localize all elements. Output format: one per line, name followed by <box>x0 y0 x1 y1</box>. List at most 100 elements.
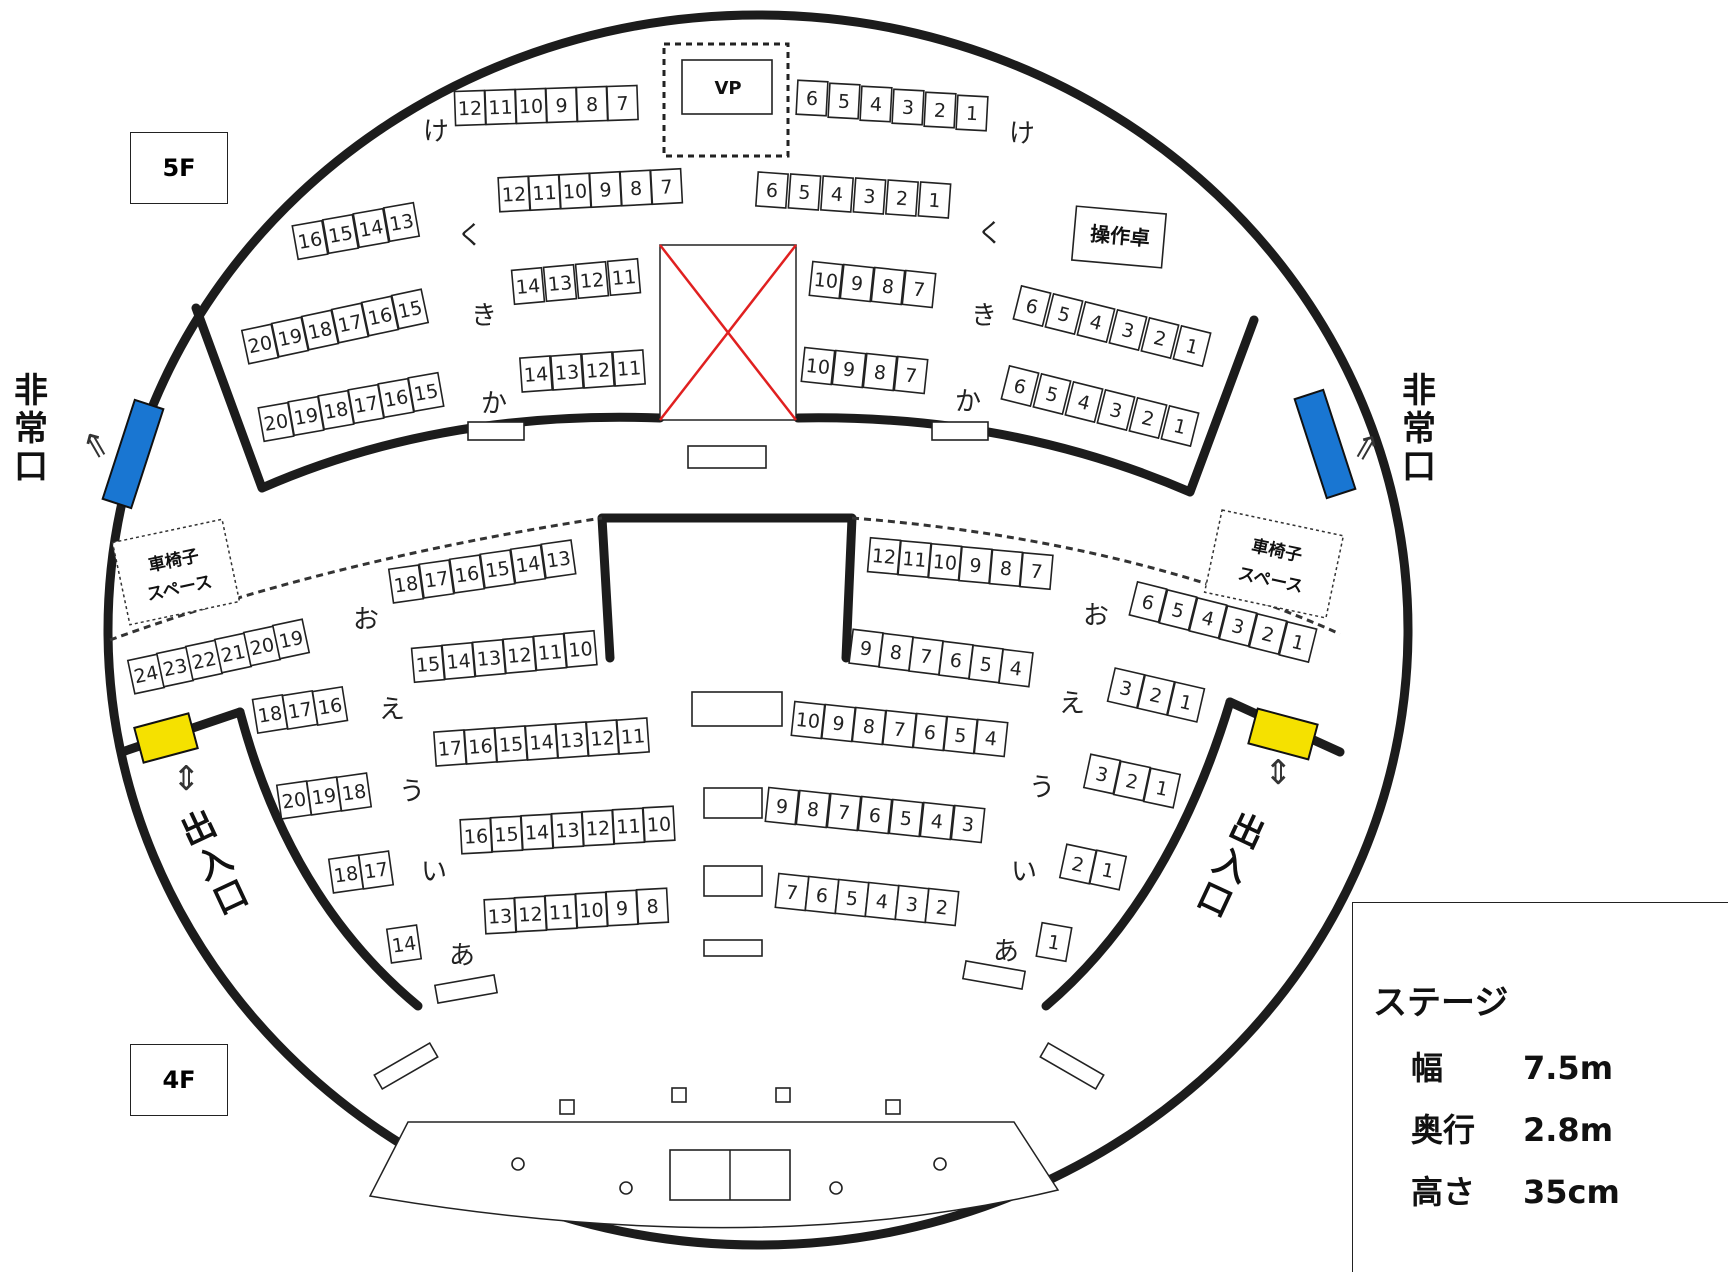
seat-ke-9[interactable]: 9 <box>545 86 578 124</box>
seat-a-6[interactable]: 6 <box>804 875 840 915</box>
seat-ki-16[interactable]: 16 <box>360 295 400 337</box>
seat-ki-5[interactable]: 5 <box>1044 292 1084 336</box>
seat-o-6[interactable]: 6 <box>1128 580 1168 624</box>
seat-ki-19[interactable]: 19 <box>270 316 310 358</box>
seat-ka-15[interactable]: 15 <box>407 371 445 413</box>
seat-ka-13[interactable]: 13 <box>549 353 585 391</box>
seat-ku-1[interactable]: 1 <box>917 181 952 219</box>
seat-o-13[interactable]: 13 <box>540 539 577 579</box>
seat-a-8[interactable]: 8 <box>635 887 670 925</box>
seat-ke-12[interactable]: 12 <box>453 89 487 127</box>
seat-o-14[interactable]: 14 <box>509 544 547 584</box>
seat-u-18[interactable]: 18 <box>335 772 373 812</box>
seat-o-24[interactable]: 24 <box>126 653 166 695</box>
seat-a-1[interactable]: 1 <box>1035 921 1073 963</box>
seat-i-13[interactable]: 13 <box>550 811 585 849</box>
seat-e-8[interactable]: 8 <box>878 632 914 672</box>
seat-ku-11[interactable]: 11 <box>527 173 562 212</box>
seat-u-4[interactable]: 4 <box>973 718 1009 758</box>
seat-ka-6[interactable]: 6 <box>1000 364 1040 408</box>
seat-e-11[interactable]: 11 <box>532 632 568 672</box>
seat-ki-1[interactable]: 1 <box>1172 324 1212 368</box>
seat-e-13[interactable]: 13 <box>471 638 507 678</box>
seat-i-7[interactable]: 7 <box>826 792 862 832</box>
seat-u-16[interactable]: 16 <box>463 727 498 765</box>
seat-o-5[interactable]: 5 <box>1158 588 1198 632</box>
seat-o-3[interactable]: 3 <box>1218 604 1258 648</box>
seat-ki-13[interactable]: 13 <box>542 263 578 303</box>
seat-e-17[interactable]: 17 <box>281 689 319 731</box>
seat-ka-18[interactable]: 18 <box>317 389 355 431</box>
seat-ku-2[interactable]: 2 <box>884 179 920 217</box>
seat-a-13[interactable]: 13 <box>483 897 517 935</box>
seat-ke-8[interactable]: 8 <box>575 85 609 123</box>
seat-u-10[interactable]: 10 <box>790 700 826 740</box>
seat-u-17[interactable]: 17 <box>432 729 468 767</box>
seat-o-18[interactable]: 18 <box>387 564 425 604</box>
seat-ki-6[interactable]: 6 <box>1012 284 1052 328</box>
seat-ka-14[interactable]: 14 <box>518 355 554 393</box>
seat-ka-20[interactable]: 20 <box>257 401 295 443</box>
seat-e-14[interactable]: 14 <box>441 641 476 681</box>
seat-ki-9[interactable]: 9 <box>839 263 875 303</box>
seat-u-19[interactable]: 19 <box>305 776 343 816</box>
seat-u-12[interactable]: 12 <box>585 719 620 757</box>
seat-i-10[interactable]: 10 <box>642 805 676 843</box>
seat-i-9[interactable]: 9 <box>764 786 800 826</box>
seat-a-4[interactable]: 4 <box>864 881 900 921</box>
seat-e-2[interactable]: 2 <box>1136 674 1176 716</box>
seat-ka-11[interactable]: 11 <box>611 349 647 387</box>
seat-ke-7[interactable]: 7 <box>606 84 639 122</box>
seat-ku-10[interactable]: 10 <box>558 172 592 210</box>
seat-i-2[interactable]: 2 <box>1058 843 1098 885</box>
seat-ka-2[interactable]: 2 <box>1128 396 1168 440</box>
seat-e-10[interactable]: 10 <box>563 629 598 669</box>
seat-ke-10[interactable]: 10 <box>514 87 548 125</box>
seat-ke-4[interactable]: 4 <box>859 85 893 123</box>
seat-ki-8[interactable]: 8 <box>870 266 906 306</box>
seat-ki-10[interactable]: 10 <box>808 260 844 300</box>
seat-o-21[interactable]: 21 <box>213 632 253 674</box>
seat-ke-2[interactable]: 2 <box>923 91 957 129</box>
seat-o-23[interactable]: 23 <box>155 646 195 688</box>
seat-o-10[interactable]: 10 <box>927 542 963 582</box>
seat-i-3[interactable]: 3 <box>950 804 986 844</box>
seat-ka-4[interactable]: 4 <box>1064 380 1104 424</box>
seat-ke-5[interactable]: 5 <box>827 82 861 120</box>
seat-o-9[interactable]: 9 <box>958 545 993 585</box>
seat-o-12[interactable]: 12 <box>866 536 902 576</box>
seat-i-14[interactable]: 14 <box>520 813 554 851</box>
seat-ki-20[interactable]: 20 <box>240 323 280 365</box>
seat-ka-10[interactable]: 10 <box>800 346 836 386</box>
seat-u-2[interactable]: 2 <box>1112 760 1152 802</box>
seat-ku-4[interactable]: 4 <box>819 175 855 213</box>
seat-o-8[interactable]: 8 <box>988 548 1024 588</box>
seat-o-22[interactable]: 22 <box>184 639 224 681</box>
seat-u-6[interactable]: 6 <box>912 712 948 752</box>
seat-ku-6[interactable]: 6 <box>754 171 790 209</box>
seat-e-4[interactable]: 4 <box>998 648 1034 688</box>
seat-ku-7[interactable]: 7 <box>649 167 684 206</box>
seat-ka-16[interactable]: 16 <box>377 377 415 419</box>
seat-ki-4[interactable]: 4 <box>1076 300 1116 344</box>
seat-e-12[interactable]: 12 <box>502 635 537 675</box>
seat-u-3[interactable]: 3 <box>1082 753 1122 795</box>
seat-a-5[interactable]: 5 <box>834 878 870 918</box>
seat-ke-1[interactable]: 1 <box>955 94 989 132</box>
seat-a-7[interactable]: 7 <box>774 872 810 912</box>
seat-i-17[interactable]: 17 <box>357 850 395 890</box>
seat-u-9[interactable]: 9 <box>820 703 857 743</box>
seat-ke-3[interactable]: 3 <box>891 88 925 126</box>
seat-ku-15[interactable]: 15 <box>321 213 360 255</box>
seat-e-9[interactable]: 9 <box>848 628 884 668</box>
seat-ke-6[interactable]: 6 <box>795 79 829 117</box>
seat-o-7[interactable]: 7 <box>1019 551 1054 591</box>
seat-ku-3[interactable]: 3 <box>852 177 887 215</box>
seat-ku-9[interactable]: 9 <box>588 170 623 209</box>
seat-u-11[interactable]: 11 <box>615 717 651 755</box>
seat-e-16[interactable]: 16 <box>311 685 349 727</box>
seat-ka-8[interactable]: 8 <box>862 352 898 392</box>
seat-o-2[interactable]: 2 <box>1248 612 1288 656</box>
seat-u-20[interactable]: 20 <box>275 780 313 820</box>
seat-ka-1[interactable]: 1 <box>1160 404 1200 448</box>
